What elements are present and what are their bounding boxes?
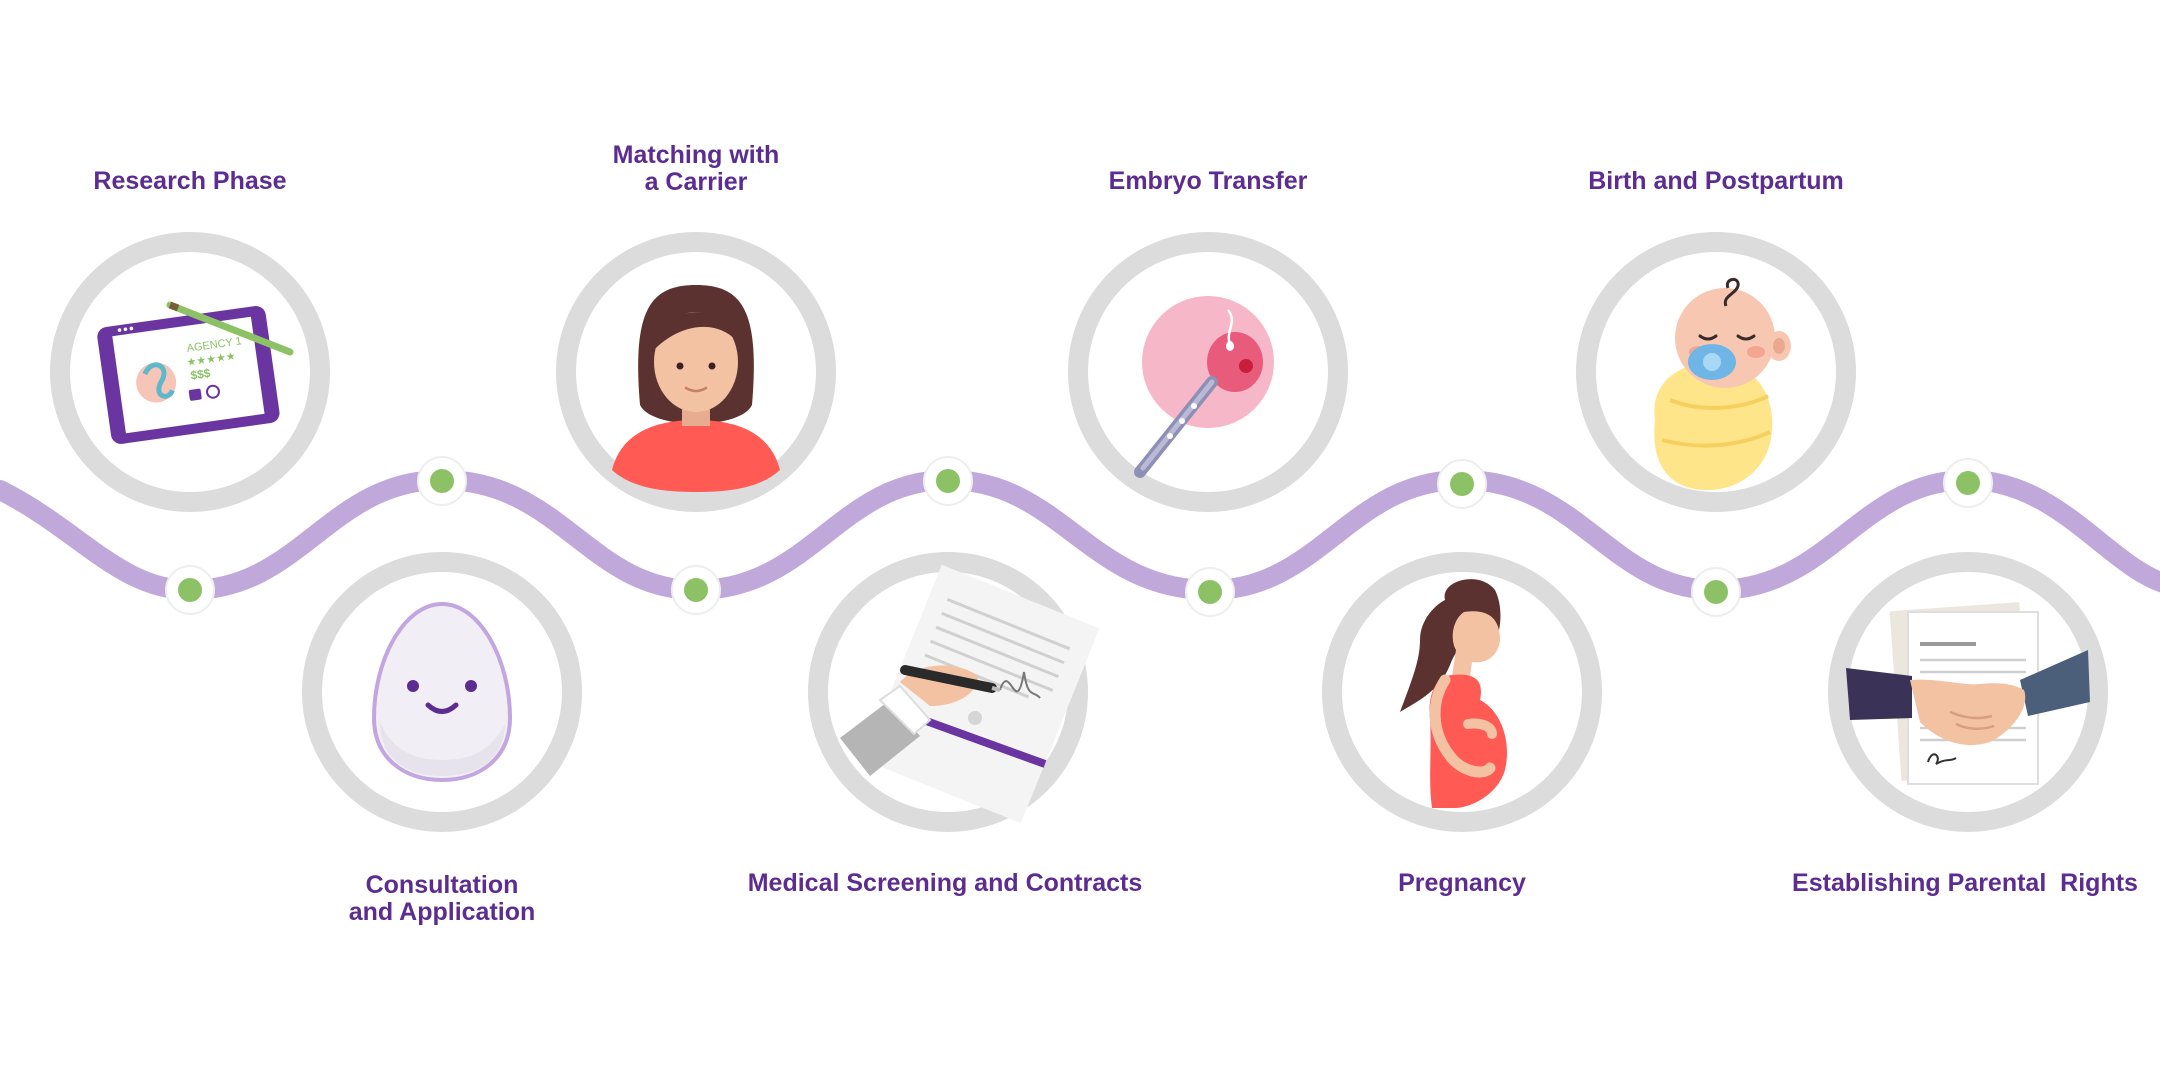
node-8: [1943, 458, 1993, 508]
tablet-price-text: $$$: [190, 366, 212, 383]
node-2: [417, 456, 467, 506]
signing-contract-icon: [840, 564, 1100, 824]
step-label-consultation: Consultation and Application: [348, 871, 536, 926]
pregnant-woman-icon: [1400, 579, 1508, 808]
handshake-contract-icon: [1846, 602, 2090, 785]
step-label-embryo-transfer: Embryo Transfer: [1108, 167, 1308, 195]
embryo-transfer-icon: [1134, 296, 1274, 478]
step-label-parental-rights: Establishing Parental Rights: [1792, 869, 2138, 897]
node-7: [1691, 567, 1741, 617]
node-6: [1437, 459, 1487, 509]
step-label-pregnancy: Pregnancy: [1398, 869, 1526, 897]
step-label-matching-carrier: Matching with a Carrier: [612, 141, 780, 196]
tablet-agency-icon: AGENCY 1 ★★★★★ $$$: [97, 301, 294, 444]
smiling-egg-icon: [371, 601, 513, 783]
woman-portrait-icon: [612, 285, 780, 492]
step-label-birth-postpartum: Birth and Postpartum: [1588, 167, 1844, 195]
node-3: [671, 565, 721, 615]
step-label-medical-screening: Medical Screening and Contracts: [747, 869, 1143, 897]
journey-path: [0, 469, 2160, 601]
swaddled-baby-icon: [1654, 278, 1791, 490]
node-4: [923, 456, 973, 506]
node-1: [165, 565, 215, 615]
step-label-research-phase: Research Phase: [93, 167, 287, 195]
node-5: [1185, 567, 1235, 617]
